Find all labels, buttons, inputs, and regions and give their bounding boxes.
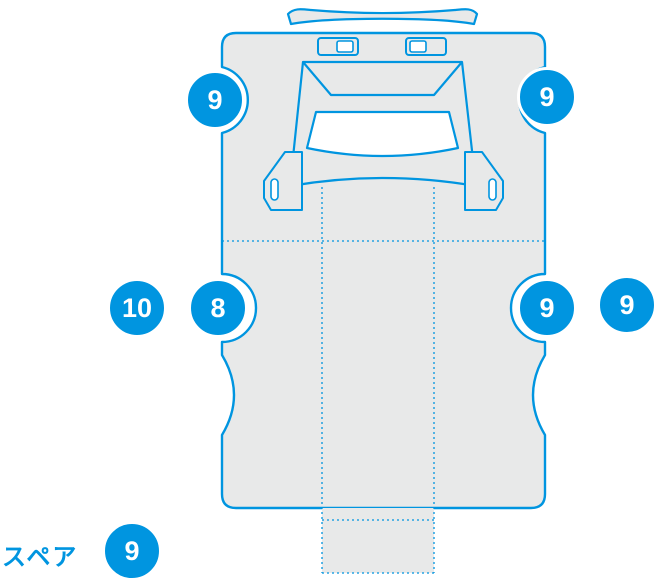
right-mirror-slot-shape xyxy=(488,178,497,201)
tailgate-strip-shape xyxy=(322,508,434,573)
bumper-shape xyxy=(286,8,479,26)
marker-spare[interactable]: 9 xyxy=(102,521,162,581)
marker-middle-left-outer[interactable]: 10 xyxy=(107,278,167,338)
cowl-shape xyxy=(302,61,463,97)
left-mirror-slot-shape xyxy=(270,178,279,201)
dotted-guide-lines xyxy=(222,187,545,574)
spare-label: スペア xyxy=(2,544,79,571)
windshield-glass-shape xyxy=(305,110,460,158)
marker-front-left[interactable]: 9 xyxy=(185,70,245,130)
marker-front-right[interactable]: 9 xyxy=(517,67,577,127)
left-vent-inner-shape xyxy=(336,40,354,53)
marker-middle-right[interactable]: 9 xyxy=(517,278,577,338)
marker-middle-left[interactable]: 8 xyxy=(188,278,248,338)
marker-middle-right-outer[interactable]: 9 xyxy=(597,275,657,335)
right-vent-inner-shape xyxy=(409,40,427,53)
